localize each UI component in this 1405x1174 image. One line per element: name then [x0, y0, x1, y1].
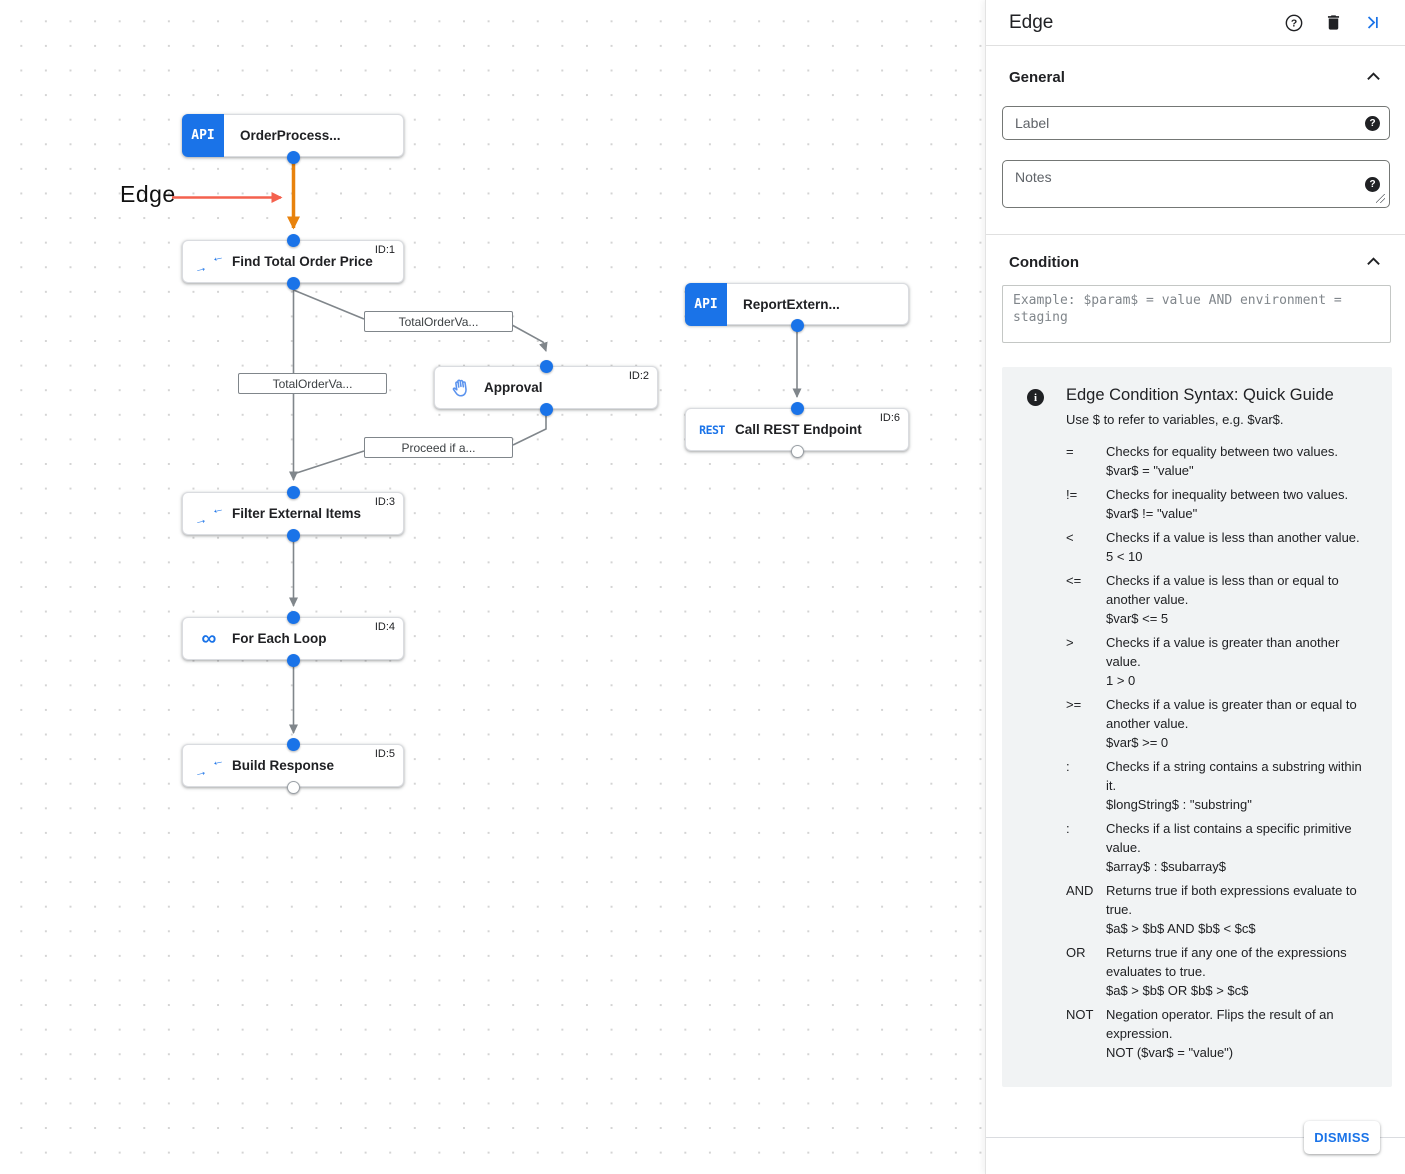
node-order-process[interactable]: API OrderProcess... [182, 114, 404, 157]
connector-dot[interactable] [539, 402, 553, 416]
connector-dot[interactable] [287, 653, 300, 667]
edge-approval-filter-b[interactable] [293, 450, 365, 475]
notes-help-icon[interactable]: ? [1365, 177, 1380, 192]
guide-row: <=Checks if a value is less than or equa… [1066, 573, 1339, 626]
data-mapping-icon: →← [192, 247, 226, 276]
label-help-icon[interactable]: ? [1365, 116, 1380, 131]
edge-findtotal-approval-b[interactable] [511, 324, 548, 352]
connector-dot[interactable] [287, 276, 300, 290]
node-label: ReportExtern... [743, 296, 840, 312]
node-filter-external-items[interactable]: →← Filter External Items ID:3 [182, 492, 404, 535]
panel-header: Edge ? [986, 0, 1405, 46]
general-heading: General [1009, 68, 1065, 86]
data-mapping-icon: →← [192, 499, 226, 528]
label-input[interactable] [1003, 107, 1389, 139]
edge-annotation-label: Edge [120, 181, 176, 207]
node-id-tag: ID:3 [374, 496, 395, 508]
notes-field[interactable]: ? [1002, 160, 1390, 208]
node-id-tag: ID:1 [374, 244, 395, 256]
node-label: Build Response [232, 758, 335, 773]
dismiss-button[interactable]: DISMISS [1304, 1121, 1380, 1154]
guide-row: <Checks if a value is less than another … [1066, 530, 1360, 564]
condition-heading: Condition [1009, 253, 1079, 271]
node-report-extern[interactable]: API ReportExtern... [685, 282, 909, 326]
node-id-tag: ID:2 [628, 370, 649, 382]
panel-title: Edge [1009, 11, 1054, 33]
flow-canvas[interactable]: Edge API OrderProcess... →← Find Total O… [0, 0, 985, 1174]
node-label: Approval [484, 380, 543, 395]
guide-row: >Checks if a value is greater than anoth… [1066, 635, 1340, 688]
node-build-response[interactable]: →← Build Response ID:5 [182, 744, 404, 787]
guide-row: >=Checks if a value is greater than or e… [1066, 697, 1357, 750]
guide-subtitle: Use $ to refer to variables, e.g. $var$. [1066, 412, 1284, 427]
edge-condition-label[interactable]: TotalOrderVa... [238, 373, 387, 394]
help-icon[interactable]: ? [1283, 12, 1305, 34]
guide-title: Edge Condition Syntax: Quick Guide [1066, 386, 1334, 404]
node-id-tag: ID:6 [879, 412, 900, 424]
node-label: Find Total Order Price [232, 254, 373, 269]
edge-config-panel: Edge ? General ? [985, 0, 1405, 1174]
condition-input[interactable] [1002, 285, 1391, 343]
connector-dot[interactable] [790, 401, 804, 415]
general-section-header: General [986, 68, 1405, 86]
connector-dot[interactable] [287, 610, 300, 624]
connector-dot[interactable] [287, 233, 300, 247]
resize-handle-icon[interactable] [1376, 194, 1385, 203]
node-label: Filter External Items [232, 506, 362, 521]
edge-approval-filter-a[interactable] [512, 415, 547, 446]
delete-icon[interactable] [1322, 12, 1344, 34]
node-call-rest-endpoint[interactable]: REST Call REST Endpoint ID:6 [685, 408, 909, 451]
collapse-general-icon[interactable] [1366, 68, 1381, 86]
rest-icon: REST [699, 422, 725, 437]
edge-condition-label[interactable]: Proceed if a... [364, 437, 513, 458]
svg-text:?: ? [1291, 18, 1297, 29]
footer-divider [986, 1137, 1405, 1138]
loop-icon: ∞ [201, 627, 217, 650]
condition-syntax-guide: i Edge Condition Syntax: Quick Guide Use… [1002, 367, 1392, 1087]
condition-section-header: Condition [986, 253, 1405, 271]
node-label: Call REST Endpoint [735, 422, 862, 437]
node-id-tag: ID:5 [374, 748, 395, 760]
api-trigger-icon: API [685, 282, 727, 326]
guide-row: :Checks if a string contains a substring… [1066, 759, 1362, 812]
edge-findtotal-approval-a[interactable] [293, 289, 365, 320]
connector-dot-open[interactable] [790, 444, 804, 458]
approval-hand-icon [448, 375, 474, 401]
guide-row: =Checks for equality between two values.… [1066, 444, 1338, 478]
connector-dot-open[interactable] [287, 780, 300, 794]
node-find-total-order-price[interactable]: →← Find Total Order Price ID:1 [182, 240, 404, 283]
api-trigger-icon: API [182, 114, 224, 157]
connector-dot[interactable] [790, 318, 804, 332]
section-divider [986, 234, 1405, 235]
collapse-panel-icon[interactable] [1361, 12, 1383, 34]
node-label: OrderProcess... [240, 128, 341, 143]
node-id-tag: ID:4 [374, 621, 395, 633]
connector-dot[interactable] [287, 528, 300, 542]
guide-row: !=Checks for inequality between two valu… [1066, 487, 1349, 521]
connector-dot[interactable] [287, 485, 300, 499]
guide-row: :Checks if a list contains a specific pr… [1066, 821, 1352, 874]
notes-input[interactable] [1003, 161, 1389, 207]
edge-connectors [172, 163, 802, 734]
connector-dot[interactable] [287, 737, 300, 751]
connector-dot[interactable] [539, 359, 553, 373]
label-field[interactable]: ? [1002, 106, 1390, 140]
node-approval[interactable]: Approval ID:2 [434, 366, 658, 409]
collapse-condition-icon[interactable] [1366, 253, 1381, 271]
edge-condition-label[interactable]: TotalOrderVa... [364, 311, 513, 332]
info-icon: i [1027, 389, 1044, 406]
connector-dot[interactable] [287, 150, 300, 164]
data-mapping-icon: →← [192, 751, 226, 780]
node-label: For Each Loop [232, 631, 327, 646]
